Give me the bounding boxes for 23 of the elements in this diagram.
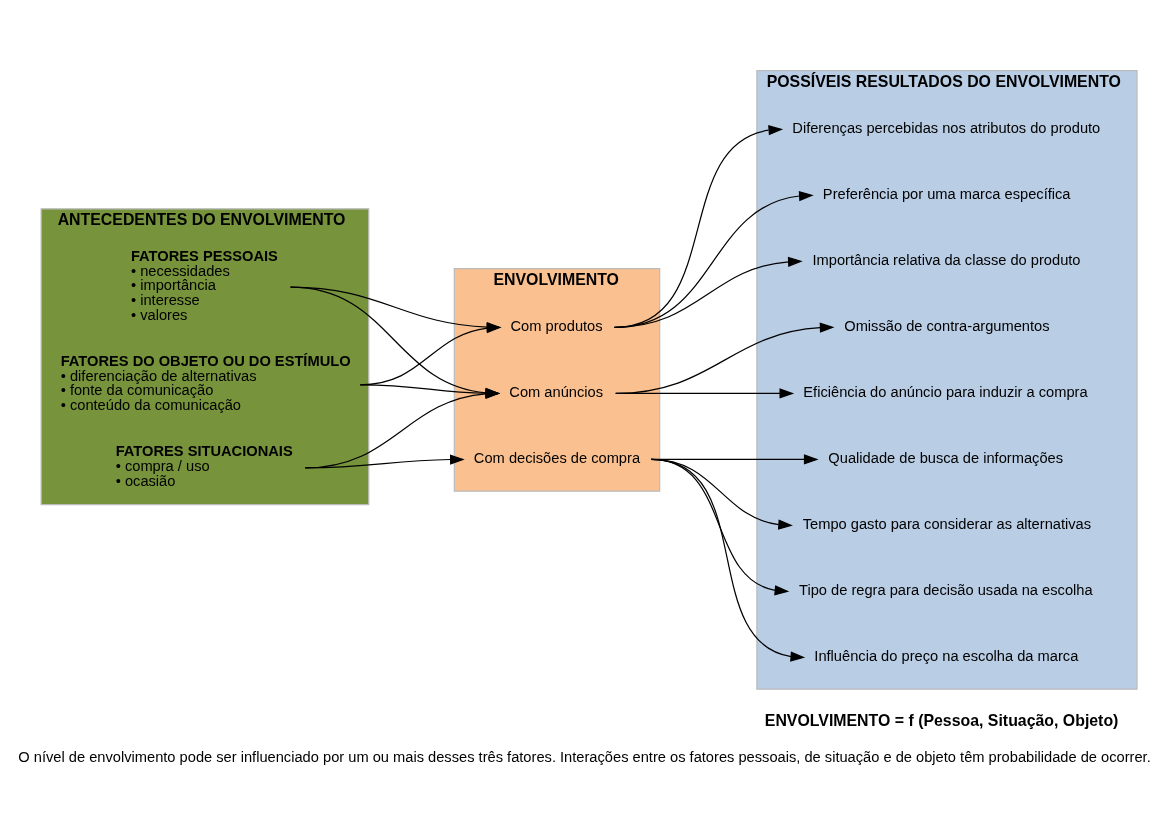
arrow: [650, 458, 806, 662]
arrow: [613, 190, 814, 328]
node-text: FATORES DO OBJETO OU DO ESTÍMULO • diferenciação de alternativas • fonte da comunicação • conteúdo da comunicação: [60, 353, 351, 414]
label: ENVOLVIMENTO = f (Pessoa, Situação, Objeto): [764, 712, 1119, 730]
node-text: Influência do preço na escolha da marca: [814, 648, 1079, 665]
node-text: Importância relativa da classe do produto: [812, 252, 1081, 269]
arrow: [615, 388, 795, 399]
caption: O nível de envolvimento pode ser influenciado por um ou mais desses três fatores. Interações entre os fatores pessoais, de situação e de objeto têm probabilidade de ocorrer.: [18, 749, 1151, 766]
node-text: Com produtos: [510, 318, 603, 335]
node-text: Qualidade de busca de informações: [828, 450, 1064, 467]
node-text: Tipo de regra para decisão usada na escolha: [799, 582, 1093, 599]
node-text: Tempo gasto para considerar as alternativas: [802, 516, 1092, 533]
node-text: Eficiência do anúncio para induzir a compra: [803, 384, 1088, 401]
arrow: [615, 322, 835, 394]
node-text: Com anúncios: [509, 384, 604, 401]
arrow: [650, 458, 790, 596]
node-text: Diferenças percebidas nos atributos do produto: [792, 120, 1101, 137]
node-text: FATORES PESSOAIS • necessidades • importância • interesse • valores: [130, 247, 278, 323]
node-text: Com decisões de compra: [473, 450, 641, 467]
node-text: FATORES SITUACIONAIS • compra / uso • ocasião: [115, 443, 293, 489]
arrow: [304, 454, 465, 469]
node-text: Preferência por uma marca específica: [822, 186, 1071, 203]
node-text: Omissão de contra-argumentos: [844, 318, 1050, 335]
